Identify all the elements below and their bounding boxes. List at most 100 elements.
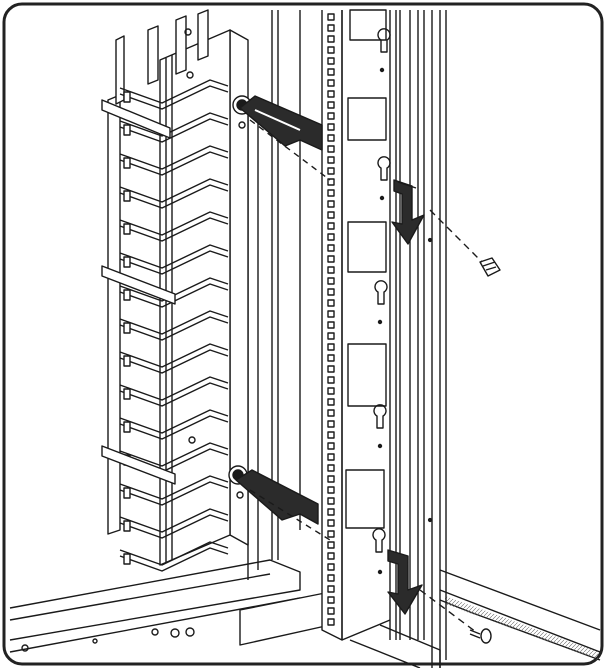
keyhole-slot <box>377 28 391 73</box>
rail-square-hole <box>327 431 335 439</box>
cable-finger-edge <box>119 151 229 176</box>
rail-square-hole <box>327 442 335 450</box>
vertical-cable-manager <box>101 9 252 572</box>
leader-line <box>249 119 331 181</box>
keyhole-slot <box>372 528 386 575</box>
cable-finger-edge <box>119 85 229 110</box>
cable-finger <box>119 112 229 137</box>
rail-square-hole <box>327 13 335 21</box>
rail-square-hole <box>327 398 335 406</box>
floor-rail-hatch <box>445 596 598 660</box>
rail-square-hole <box>327 112 335 120</box>
finger-tab <box>123 157 131 169</box>
cable-finger-edge <box>119 415 229 440</box>
rail-square-hole <box>327 310 335 318</box>
rail-square-hole <box>327 486 335 494</box>
cable-finger <box>119 442 229 467</box>
finger-tab <box>123 388 131 400</box>
rail-cutout <box>347 221 387 273</box>
rail-square-hole <box>327 299 335 307</box>
bracket <box>101 445 176 485</box>
bracket <box>101 99 171 139</box>
rail-square-hole <box>327 288 335 296</box>
rail-square-hole <box>327 211 335 219</box>
rail-square-hole <box>327 167 335 175</box>
rail-square-hole <box>327 585 335 593</box>
rail-cutout <box>349 9 387 41</box>
rail-cutout <box>345 469 385 529</box>
slide-down-arrow-icon-top <box>391 179 425 245</box>
rail-square-hole <box>327 134 335 142</box>
finger-tab <box>123 190 131 202</box>
cable-finger <box>119 310 229 335</box>
cable-finger <box>119 541 229 566</box>
finger-tab <box>123 256 131 268</box>
push-arrow-icon-top <box>239 95 323 151</box>
rail-square-hole <box>327 35 335 43</box>
finger-tab <box>123 421 131 433</box>
finger-tab <box>123 322 131 334</box>
cable-finger <box>119 409 229 434</box>
finger-tab <box>123 553 131 565</box>
cable-finger-edge <box>119 184 229 209</box>
leader-line <box>429 209 483 263</box>
rail-square-hole <box>327 596 335 604</box>
push-arrow-icon-bottom <box>235 469 319 525</box>
cable-finger-edge <box>119 382 229 407</box>
rail-cutout <box>347 343 387 407</box>
cable-finger <box>119 145 229 170</box>
slide-down-arrow-icon-bottom <box>387 549 423 615</box>
rail-square-hole <box>327 563 335 571</box>
rail-square-hole <box>327 79 335 87</box>
cable-finger <box>119 178 229 203</box>
rail-square-hole <box>327 145 335 153</box>
rail-square-hole <box>327 530 335 538</box>
rail-square-hole <box>327 519 335 527</box>
rail-square-hole <box>327 409 335 417</box>
rail-square-hole <box>327 420 335 428</box>
mounting-rail <box>321 9 397 641</box>
rail-square-hole <box>327 222 335 230</box>
rail-square-holes <box>327 13 335 626</box>
finger-tab <box>123 124 131 136</box>
rail-square-hole <box>327 90 335 98</box>
keyhole-slot <box>377 156 391 201</box>
cable-finger <box>119 475 229 500</box>
bracket <box>101 265 176 305</box>
cable-finger <box>119 211 229 236</box>
finger-tab <box>123 487 131 499</box>
rail-square-hole <box>327 387 335 395</box>
cable-finger <box>119 508 229 533</box>
finger-tab <box>123 520 131 532</box>
rail-square-hole <box>327 453 335 461</box>
finger-tab <box>123 289 131 301</box>
rail-square-hole <box>327 332 335 340</box>
screw-icon <box>479 257 501 277</box>
rail-square-hole <box>327 541 335 549</box>
cable-finger <box>119 343 229 368</box>
rail-square-hole <box>327 607 335 615</box>
screw-icon-lower <box>469 628 492 644</box>
rail-square-hole <box>327 244 335 252</box>
cable-finger-edge <box>119 118 229 143</box>
rail-square-hole <box>327 178 335 186</box>
rail-square-hole <box>327 255 335 263</box>
cable-finger <box>119 79 229 104</box>
cable-finger-edge <box>119 514 229 539</box>
finger-tab <box>123 223 131 235</box>
cable-finger-edge <box>119 547 229 572</box>
cable-finger-edge <box>119 283 229 308</box>
cable-fingers <box>119 79 229 572</box>
leader-line <box>249 489 331 541</box>
keyhole-slot <box>373 404 387 449</box>
rail-square-hole <box>327 475 335 483</box>
rail-square-hole <box>327 277 335 285</box>
cable-finger-edge <box>119 316 229 341</box>
finger-tab <box>123 355 131 367</box>
rail-square-hole <box>327 57 335 65</box>
rail-square-hole <box>327 46 335 54</box>
cable-finger <box>119 277 229 302</box>
finger-tab <box>123 91 131 103</box>
